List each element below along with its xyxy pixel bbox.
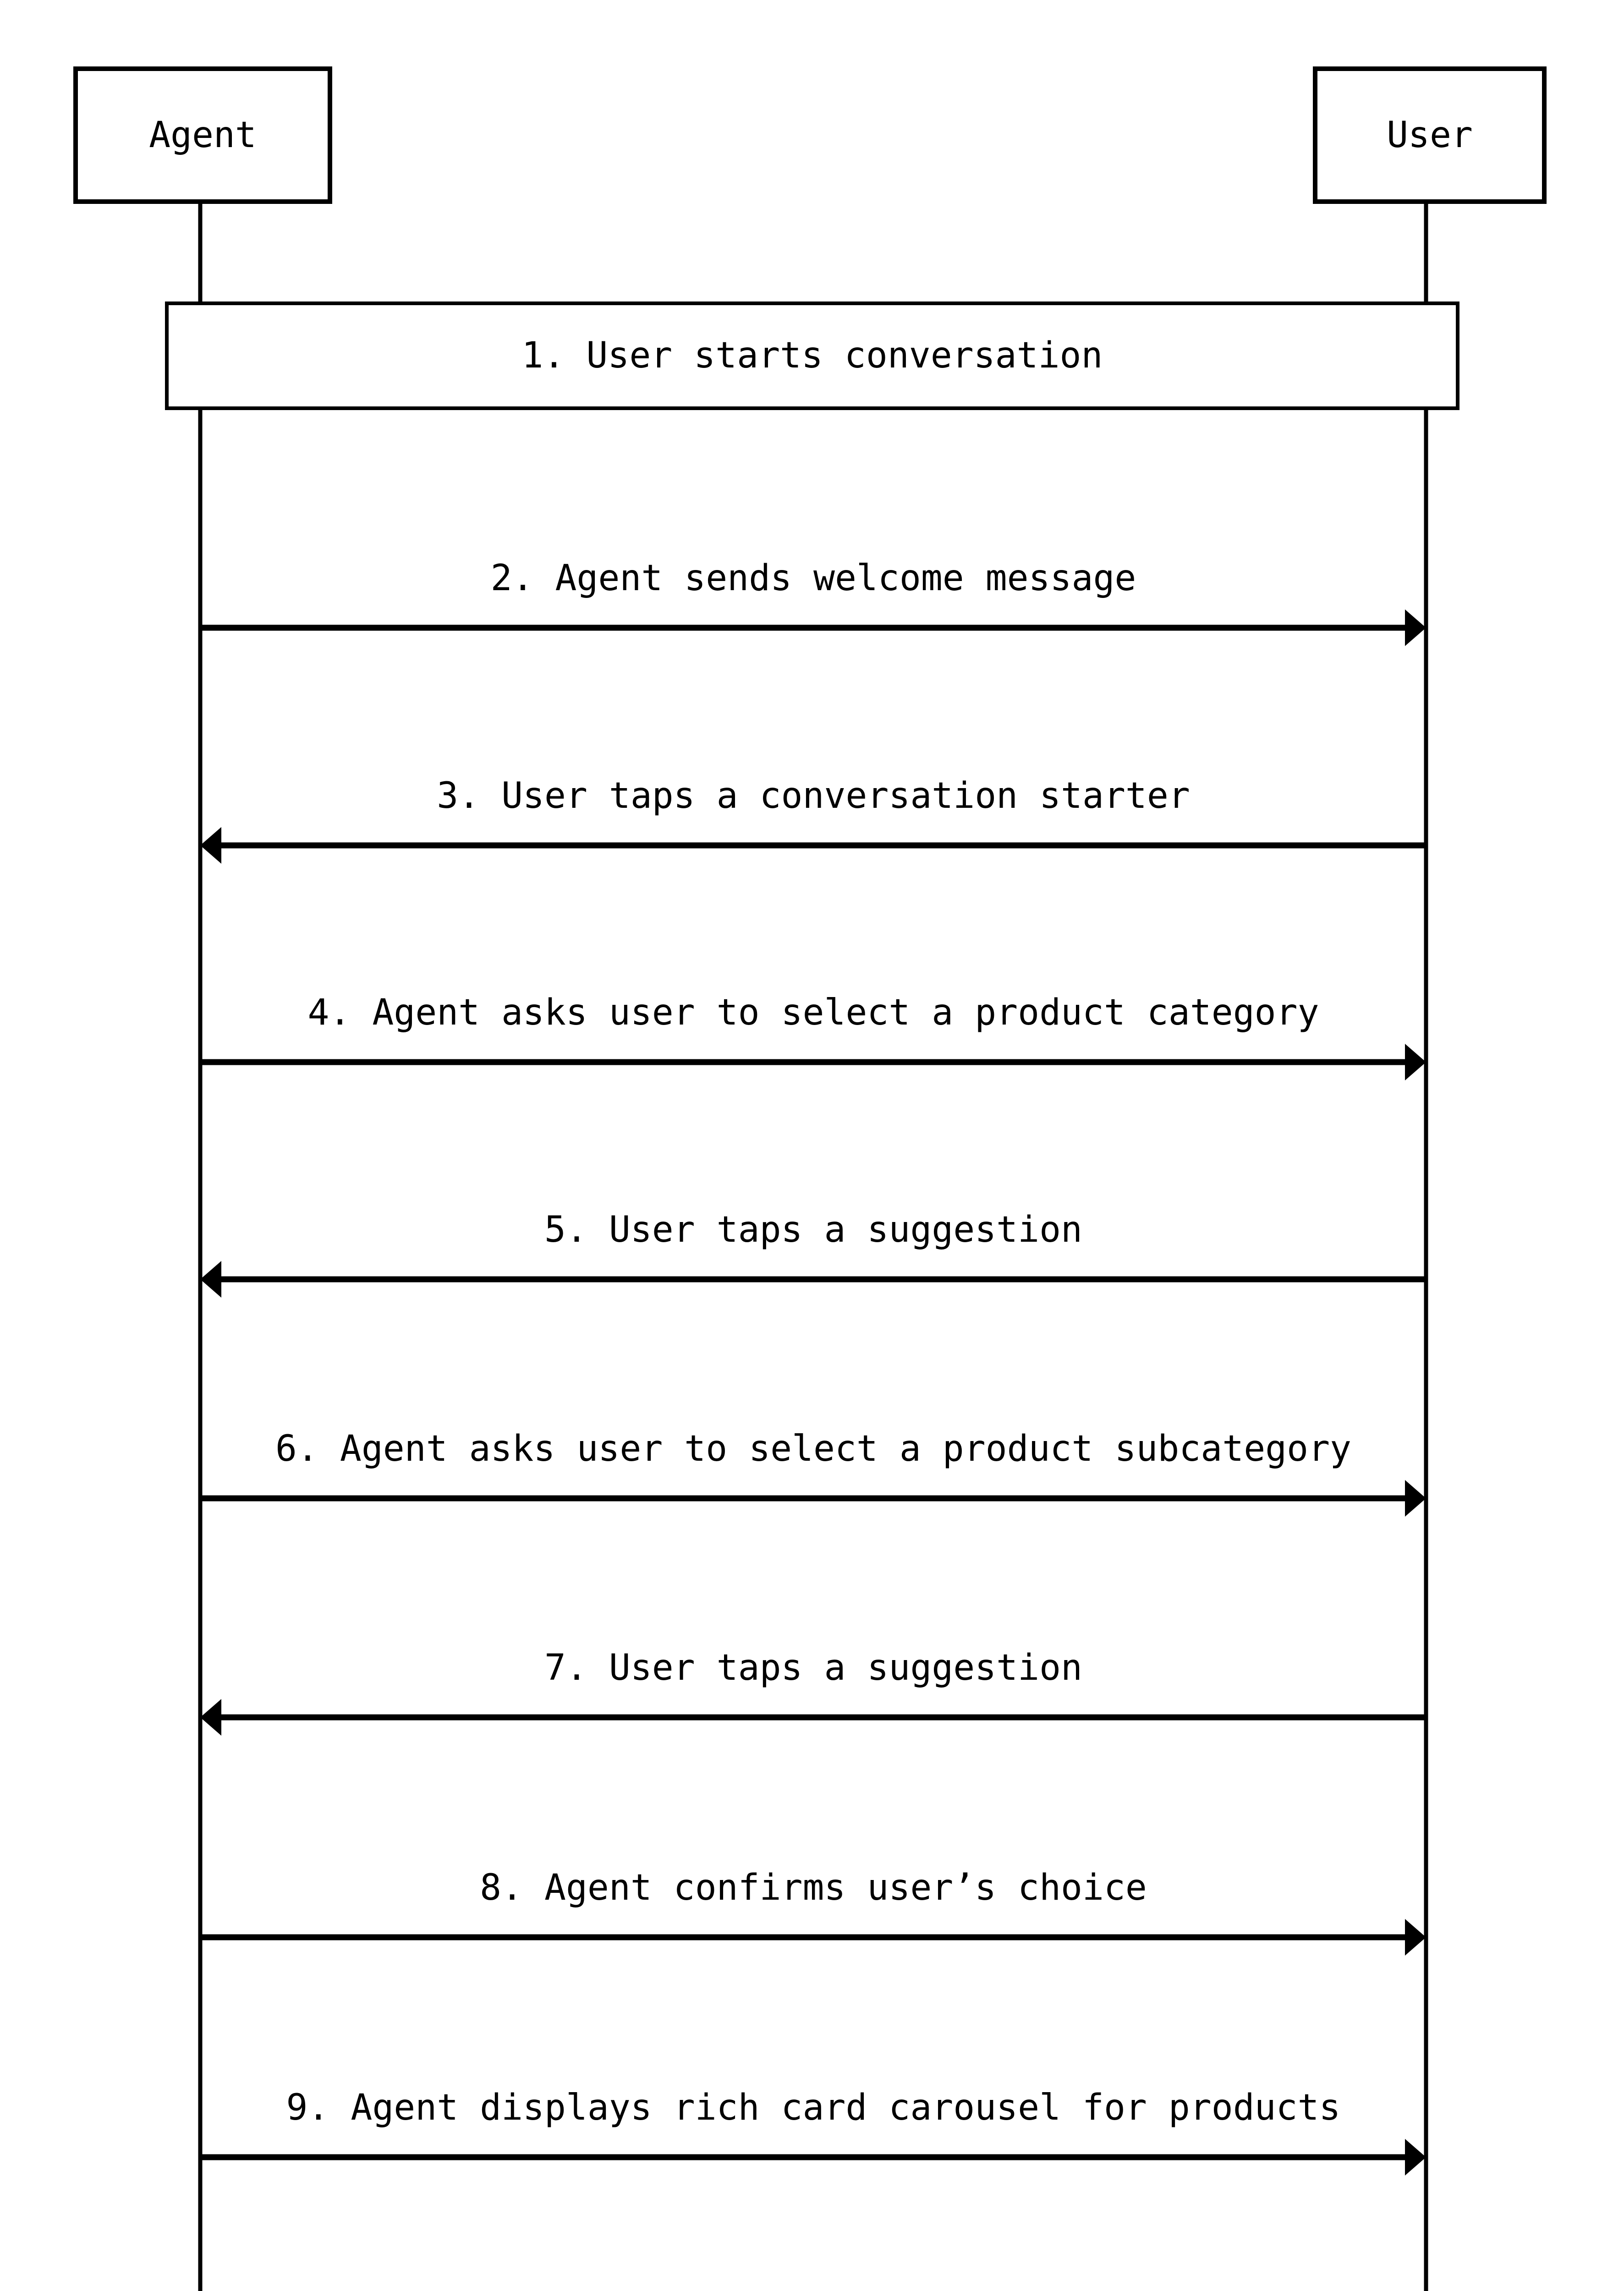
message-label-5-line-1: 5. User taps a suggestion (544, 1209, 1082, 1250)
message-label-7-line-1: 7. User taps a suggestion (544, 1647, 1082, 1688)
message-label-9-line-1: 9. Agent displays rich card carousel for… (286, 2087, 1341, 2128)
participant-header-agent[interactable]: Agent (73, 66, 332, 204)
message-label-3-line-1: 3. User taps a conversation starter (437, 775, 1190, 817)
message-label-4: 4. Agent asks user to select a product c… (307, 992, 1319, 1033)
message-label-5: 5. User taps a suggestion (544, 1209, 1082, 1250)
message-arrowhead-6 (1405, 1480, 1426, 1517)
participant-header-agent-label: Agent (149, 115, 257, 156)
message-label-8-line-1: 8. Agent confirms user’s choice (480, 1867, 1147, 1908)
message-label-3: 3. User taps a conversation starter (437, 775, 1190, 817)
message-label-2-line-1: 2. Agent sends welcome message (490, 558, 1136, 599)
lifelines-group (198, 204, 1428, 2291)
message-label-8: 8. Agent confirms user’s choice (480, 1867, 1147, 1908)
message-label-9: 9. Agent displays rich card carousel for… (286, 2087, 1340, 2128)
participant-header-user-label: User (1387, 115, 1473, 156)
message-arrowhead-9 (1405, 2139, 1426, 2176)
message-arrows-group (200, 609, 1426, 2176)
participant-header-user[interactable]: User (1313, 66, 1547, 204)
message-arrowhead-3 (200, 827, 221, 864)
message-arrowhead-8 (1405, 1919, 1426, 1956)
message-label-4-line-1: 4. Agent asks user to select a product c… (307, 992, 1319, 1033)
message-arrowhead-2 (1405, 609, 1426, 646)
message-label-7: 7. User taps a suggestion (544, 1647, 1082, 1688)
message-label-6-line-1: 6. Agent asks user to select a product s… (275, 1428, 1351, 1469)
message-arrowhead-7 (200, 1699, 221, 1736)
note-step-1[interactable]: 1. User starts conversation (165, 301, 1459, 410)
message-label-2: 2. Agent sends welcome message (491, 558, 1136, 599)
note-step-1-label: 1. User starts conversation (521, 335, 1103, 377)
message-arrowhead-4 (1405, 1044, 1426, 1080)
message-label-6: 6. Agent asks user to select a product s… (275, 1428, 1351, 1469)
message-arrowhead-5 (200, 1261, 221, 1298)
